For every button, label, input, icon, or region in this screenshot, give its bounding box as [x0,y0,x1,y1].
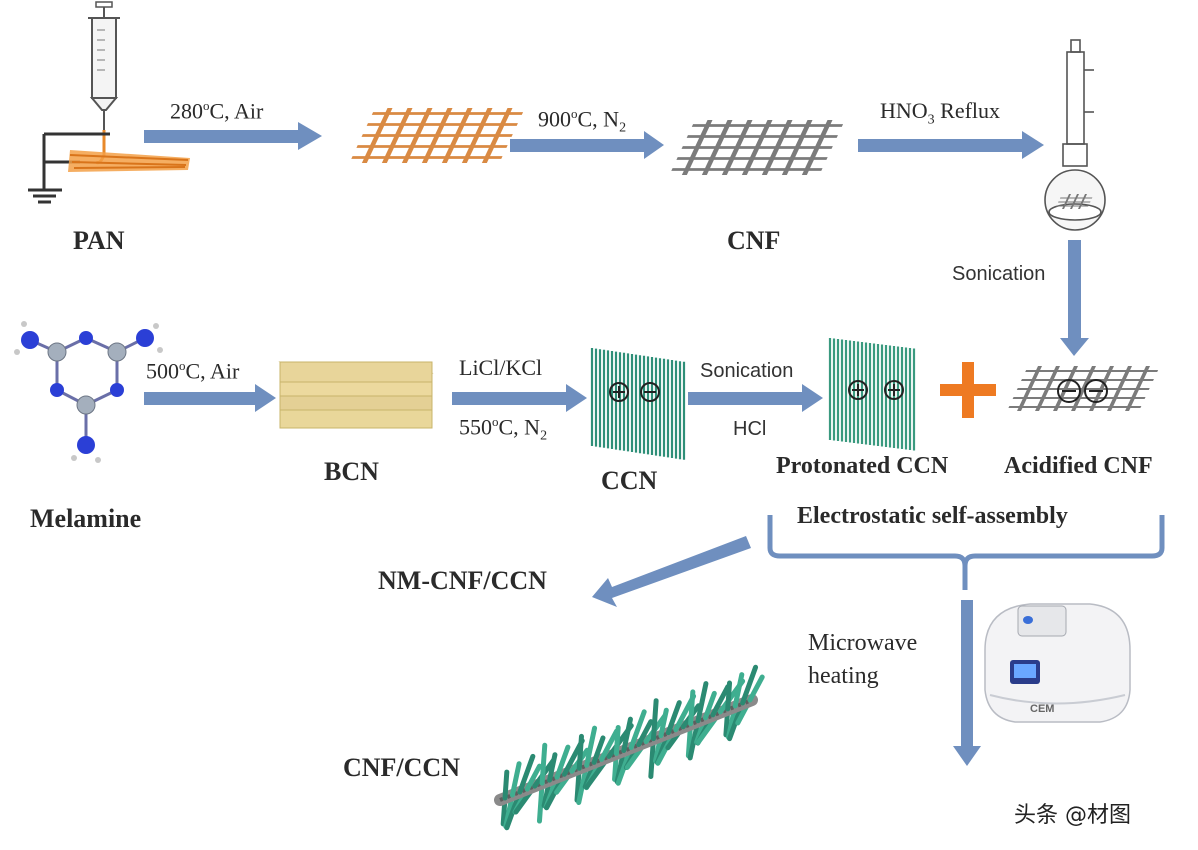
condition-550-rest: C, N [498,414,541,440]
arrow-cnf-to-flask [858,131,1044,159]
ccn-branch-strand [695,681,709,724]
self-assembly-bracket [767,515,1165,590]
microwave-reactor-icon: CEM [984,603,1131,723]
ccn-branch-strand [628,709,647,751]
condition-900c-n2: 900oC, N2 [538,106,626,137]
ccn-branch-strand [517,753,536,795]
ccn-branch-strand [576,733,584,771]
condition-500-degree: o [179,358,186,373]
label-nm-cnf-ccn: NM-CNF/CCN [378,566,547,595]
ccn-branch-strand [636,719,654,748]
ccn-branch-strand [747,674,765,703]
ccn-branch-strand [613,725,621,756]
ccn-branch-strand [665,700,682,736]
electrospinning-syringe-icon [28,1,190,204]
label-bcn: BCN [324,457,379,486]
condition-sonication-down: Sonication [952,263,1046,285]
ccn-branch-strand [688,689,696,727]
ccn-branch-strand [591,735,606,765]
condition-reflux: Reflux [934,98,1001,123]
ccn-branch-strand [621,716,633,753]
condition-900-rest: C, N [577,106,620,132]
arrow-flask-down [1060,240,1089,356]
ccn-branch-strand [554,744,571,780]
label-acidified-cnf: Acidified CNF [1004,453,1153,479]
condition-licl-kcl: LiCl/KCl [459,355,543,380]
arrow-to-nm-cnf-ccn [592,536,751,607]
cnf-mesh-icon [671,120,844,176]
condition-hno3: HNO [880,98,928,123]
condition-550c-n2: 550oC, N2 [459,414,547,445]
condition-280-temp: 280 [170,98,203,124]
ccn-branch-strand [732,672,745,709]
arrow-bcn-to-ccn [452,384,587,412]
label-ccn: CCN [601,466,658,495]
arrow-microwave-down [953,600,981,766]
label-cnf-ccn: CNF/CCN [343,753,460,782]
ccn-branch-strand [658,707,669,739]
arrow-ccn-to-protonated [688,384,823,412]
condition-microwave-line2: heating [808,663,879,689]
ccn-nanosheet-stack-icon [590,348,686,460]
condition-900-temp: 900 [538,106,571,132]
condition-550-temp: 550 [459,414,492,440]
ccn-branch-strand [584,725,598,768]
ccn-branch-strand [509,761,522,798]
ccn-branch-strand [650,698,659,742]
condition-550-degree: o [492,414,499,429]
condition-microwave-heating: Microwave heating [808,627,917,693]
ccn-branch-strand [502,769,510,801]
ccn-branch-strand [547,752,558,783]
condition-hno3-reflux: HNO3 Reflux [880,98,1000,128]
plus-icon [940,362,996,418]
arrow-mesh-to-cnf [510,131,664,159]
pan-nanofiber-mesh-icon [351,108,524,164]
condition-280-degree: o [203,98,210,113]
condition-sonication-right: Sonication [700,360,794,382]
ccn-branch-strand [539,742,548,786]
protonated-ccn-icon [828,338,916,451]
condition-280-rest: C, Air [209,98,264,124]
acidified-cnf-mesh-icon [1008,366,1159,411]
reflux-flask-icon [1044,39,1106,231]
arrow-melamine-to-bcn [144,384,276,412]
label-pan: PAN [73,226,125,255]
microwave-brand-text: CEM [1030,703,1054,715]
condition-hcl: HCl [733,418,767,440]
ccn-branch-strand [725,680,733,712]
condition-900-sub: 2 [619,120,627,136]
condition-hno3-sub: 3 [927,112,935,128]
label-melamine: Melamine [30,504,142,533]
condition-microwave-line1: Microwave [808,630,918,656]
label-self-assembly: Electrostatic self-assembly [797,503,1068,529]
melamine-molecule-icon [14,321,163,463]
bcn-layered-block-icon [278,361,434,429]
ccn-branch-strand [710,684,731,718]
ccn-branch-strand [740,664,759,706]
condition-280c-air: 280oC, Air [170,98,263,124]
watermark-text: 头条 @材图 [1014,803,1131,828]
condition-500-temp: 500 [146,358,179,384]
arrow-pan-to-mesh [144,122,322,150]
ccn-branch-strand [524,763,542,792]
condition-550-sub: 2 [540,428,548,444]
condition-500-rest: C, Air [185,358,240,384]
ccn-branch-strand [702,690,717,721]
ccn-branch-strand [599,728,620,762]
label-cnf: CNF [727,226,781,255]
label-protonated-ccn: Protonated CCN [776,453,949,479]
condition-500c-air: 500oC, Air [146,358,239,384]
condition-900-degree: o [571,106,578,121]
cnf-ccn-hierarchical-fiber-icon [494,664,765,831]
